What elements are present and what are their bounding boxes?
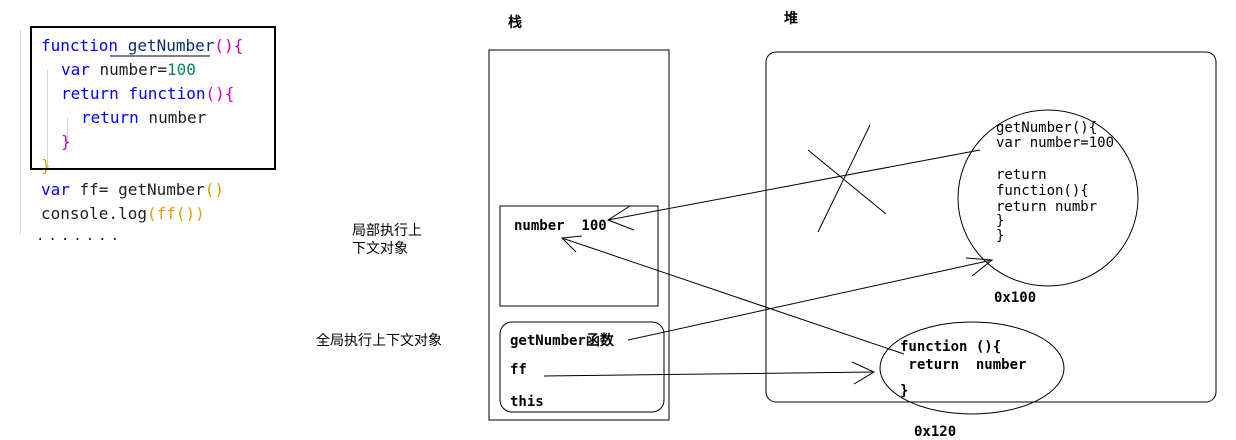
obj1-line: } xyxy=(996,228,1005,244)
heap-address-0x100: 0x100 xyxy=(994,290,1037,306)
global-item-this: this xyxy=(510,394,544,410)
heap-object-0x120 xyxy=(879,321,1065,415)
brace: () xyxy=(204,180,225,199)
obj1-line: return numbr xyxy=(996,199,1098,215)
identifier: number= xyxy=(89,60,167,79)
keyword: var xyxy=(41,180,70,199)
heap-title: 堆 xyxy=(784,11,798,27)
obj1-line: getNumber(){ xyxy=(996,120,1098,136)
local-context-box xyxy=(499,205,659,307)
keyword: function xyxy=(118,84,206,103)
code-cutoff: ....... xyxy=(36,228,124,244)
code-line-4: return number xyxy=(81,106,206,130)
garbage-cross-line xyxy=(817,124,871,233)
keyword: return xyxy=(81,108,139,127)
code-line-8: console.log(ff()) xyxy=(41,202,205,226)
local-context-label-line1: 局部执行上 xyxy=(352,223,422,239)
local-var-number: number 100 xyxy=(514,218,607,234)
stack-title: 栈 xyxy=(508,15,522,31)
arrowhead xyxy=(606,205,635,231)
brace: (ff()) xyxy=(146,204,205,223)
number-literal: 100 xyxy=(166,60,196,79)
heap-address-0x120: 0x120 xyxy=(914,424,957,440)
heap-box xyxy=(765,51,1217,403)
code-snippet: function getNumber(){ var number=100 ret… xyxy=(20,30,291,235)
global-item-ff: ff xyxy=(510,362,527,378)
obj2-line: } xyxy=(900,383,909,399)
obj1-line: var number=100 xyxy=(996,135,1115,151)
identifier: number xyxy=(138,108,207,127)
global-context-label: 全局执行上下文对象 xyxy=(316,333,442,349)
obj1-line: function(){ xyxy=(996,183,1089,199)
obj2-line: return number xyxy=(900,357,1027,373)
garbage-cross-line xyxy=(807,149,887,215)
obj1-line: } xyxy=(996,213,1005,229)
keyword: var xyxy=(61,60,90,79)
arrowhead xyxy=(965,257,994,277)
code-line-1: function getNumber(){ xyxy=(41,34,243,58)
brace: (){ xyxy=(205,84,235,103)
arrowhead xyxy=(560,235,583,253)
local-context-label-line2: 下文对象 xyxy=(352,241,408,257)
obj2-line: function (){ xyxy=(900,339,1002,355)
code-line-6: } xyxy=(41,156,51,175)
arrow-line xyxy=(607,149,981,221)
arrow-line xyxy=(561,237,905,355)
arrow-line xyxy=(543,371,875,377)
stack-box xyxy=(488,49,670,421)
arrowhead xyxy=(851,361,876,385)
indent-guide xyxy=(67,118,68,144)
identifier: ff= getNumber xyxy=(69,180,205,199)
indent-guide xyxy=(47,70,48,170)
code-line-5: } xyxy=(61,132,71,151)
obj1-line: return xyxy=(996,167,1047,183)
global-context-box xyxy=(499,321,665,413)
heap-object-0x100 xyxy=(957,109,1139,287)
keyword: return xyxy=(61,84,119,103)
brace: (){ xyxy=(214,36,244,55)
code-line-7: var ff= getNumber() xyxy=(41,178,224,202)
global-item-getnumber: getNumber函数 xyxy=(510,333,614,349)
code-highlight-frame xyxy=(30,26,276,170)
identifier: console.log xyxy=(41,204,147,223)
identifier: getNumber xyxy=(118,36,215,55)
code-line-3: return function(){ xyxy=(61,82,234,106)
code-line-2: var number=100 xyxy=(61,58,196,82)
keyword: function xyxy=(41,36,119,55)
arrow-line xyxy=(627,259,993,341)
